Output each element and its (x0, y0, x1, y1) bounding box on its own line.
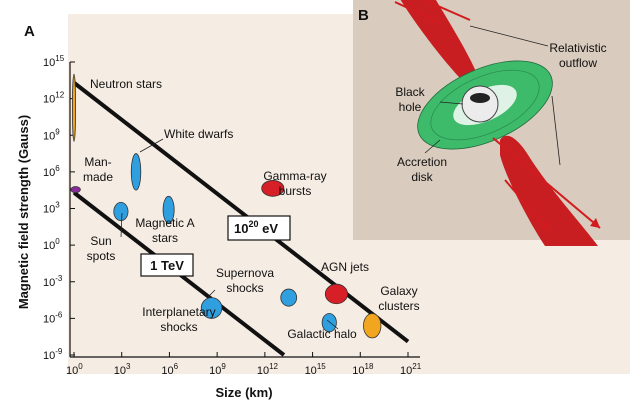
label-man-made: Man-made (83, 155, 113, 184)
accretion-disk-ring (430, 69, 540, 141)
marker-interplanetary-shocks (200, 297, 223, 319)
label-galactic-halo: Galactic halo (287, 327, 357, 341)
x-tick-label: 109 (209, 362, 226, 377)
leader-accretion (424, 139, 441, 154)
y-axis-title: Magnetic field strength (Gauss) (16, 115, 31, 309)
black-hole-horizon (470, 93, 490, 103)
marker-agn-jets (324, 283, 348, 305)
label-1e20ev: 1020 eV (227, 215, 291, 241)
arrow-lower-right (492, 137, 601, 229)
marker-sun-spots (113, 201, 129, 222)
line-10-20-ev (72, 81, 410, 344)
x-tick-label: 1018 (352, 362, 374, 377)
panel-b-letter: B (358, 7, 369, 24)
panel-a-letter: A (24, 23, 35, 40)
marker-man-made (70, 186, 81, 194)
label-1e20ev-text: 1020 eV (234, 219, 278, 236)
y-tick-label: 1012 (43, 91, 65, 106)
arrow-lower-right-head (590, 218, 600, 228)
label-1tev: 1 TeV (140, 253, 194, 277)
marker-neutron-stars (72, 73, 76, 142)
label-white-dwarfs: White dwarfs (164, 127, 233, 141)
marker-galactic-halo (321, 313, 337, 333)
marker-white-dwarfs (130, 153, 142, 191)
marker-magnetic-a-stars (162, 195, 175, 224)
x-tick-label: 106 (161, 362, 178, 377)
x-tick-label: 100 (66, 362, 83, 377)
label-leader (139, 138, 164, 153)
marker-gamma-ray-bursts (261, 180, 285, 197)
y-tick-label: 100 (43, 237, 60, 252)
label-agn-jets: AGN jets (321, 260, 369, 274)
label-1tev-text: 1 TeV (150, 258, 184, 273)
y-tick-label: 109 (43, 127, 60, 142)
y-tick-label: 10-6 (43, 310, 63, 325)
x-tick-label: 1021 (400, 362, 422, 377)
label-leader (207, 289, 216, 298)
label-leader (326, 319, 339, 330)
y-tick-label: 103 (43, 201, 60, 216)
arrow-lower-inner (504, 179, 549, 231)
x-tick-label: 103 (114, 362, 131, 377)
marker-supernova-shocks (280, 288, 298, 307)
leader-outflow-2 (551, 95, 561, 166)
y-tick-label: 10-3 (43, 274, 63, 289)
leader-outflow-1 (469, 25, 549, 47)
y-tick-label: 10-9 (43, 347, 63, 362)
upper-jet (400, 0, 480, 91)
black-hole (461, 85, 499, 123)
leader-black-hole (439, 101, 464, 105)
x-axis-title: Size (km) (215, 385, 272, 400)
x-tick-label: 1015 (305, 362, 327, 377)
y-tick-label: 106 (43, 164, 60, 179)
arrow-upper-left (421, 0, 471, 21)
x-tick-label: 1012 (257, 362, 279, 377)
arrow-lower-inner-head (540, 220, 548, 230)
marker-galaxy-clusters (363, 313, 382, 339)
label-1e20ev-box (227, 215, 291, 241)
label-1tev-box (140, 253, 194, 277)
y-tick-label: 1015 (43, 54, 65, 69)
arrow-upper-inner (394, 1, 439, 23)
label-leader (120, 212, 123, 238)
label-neutron-stars: Neutron stars (90, 77, 162, 91)
